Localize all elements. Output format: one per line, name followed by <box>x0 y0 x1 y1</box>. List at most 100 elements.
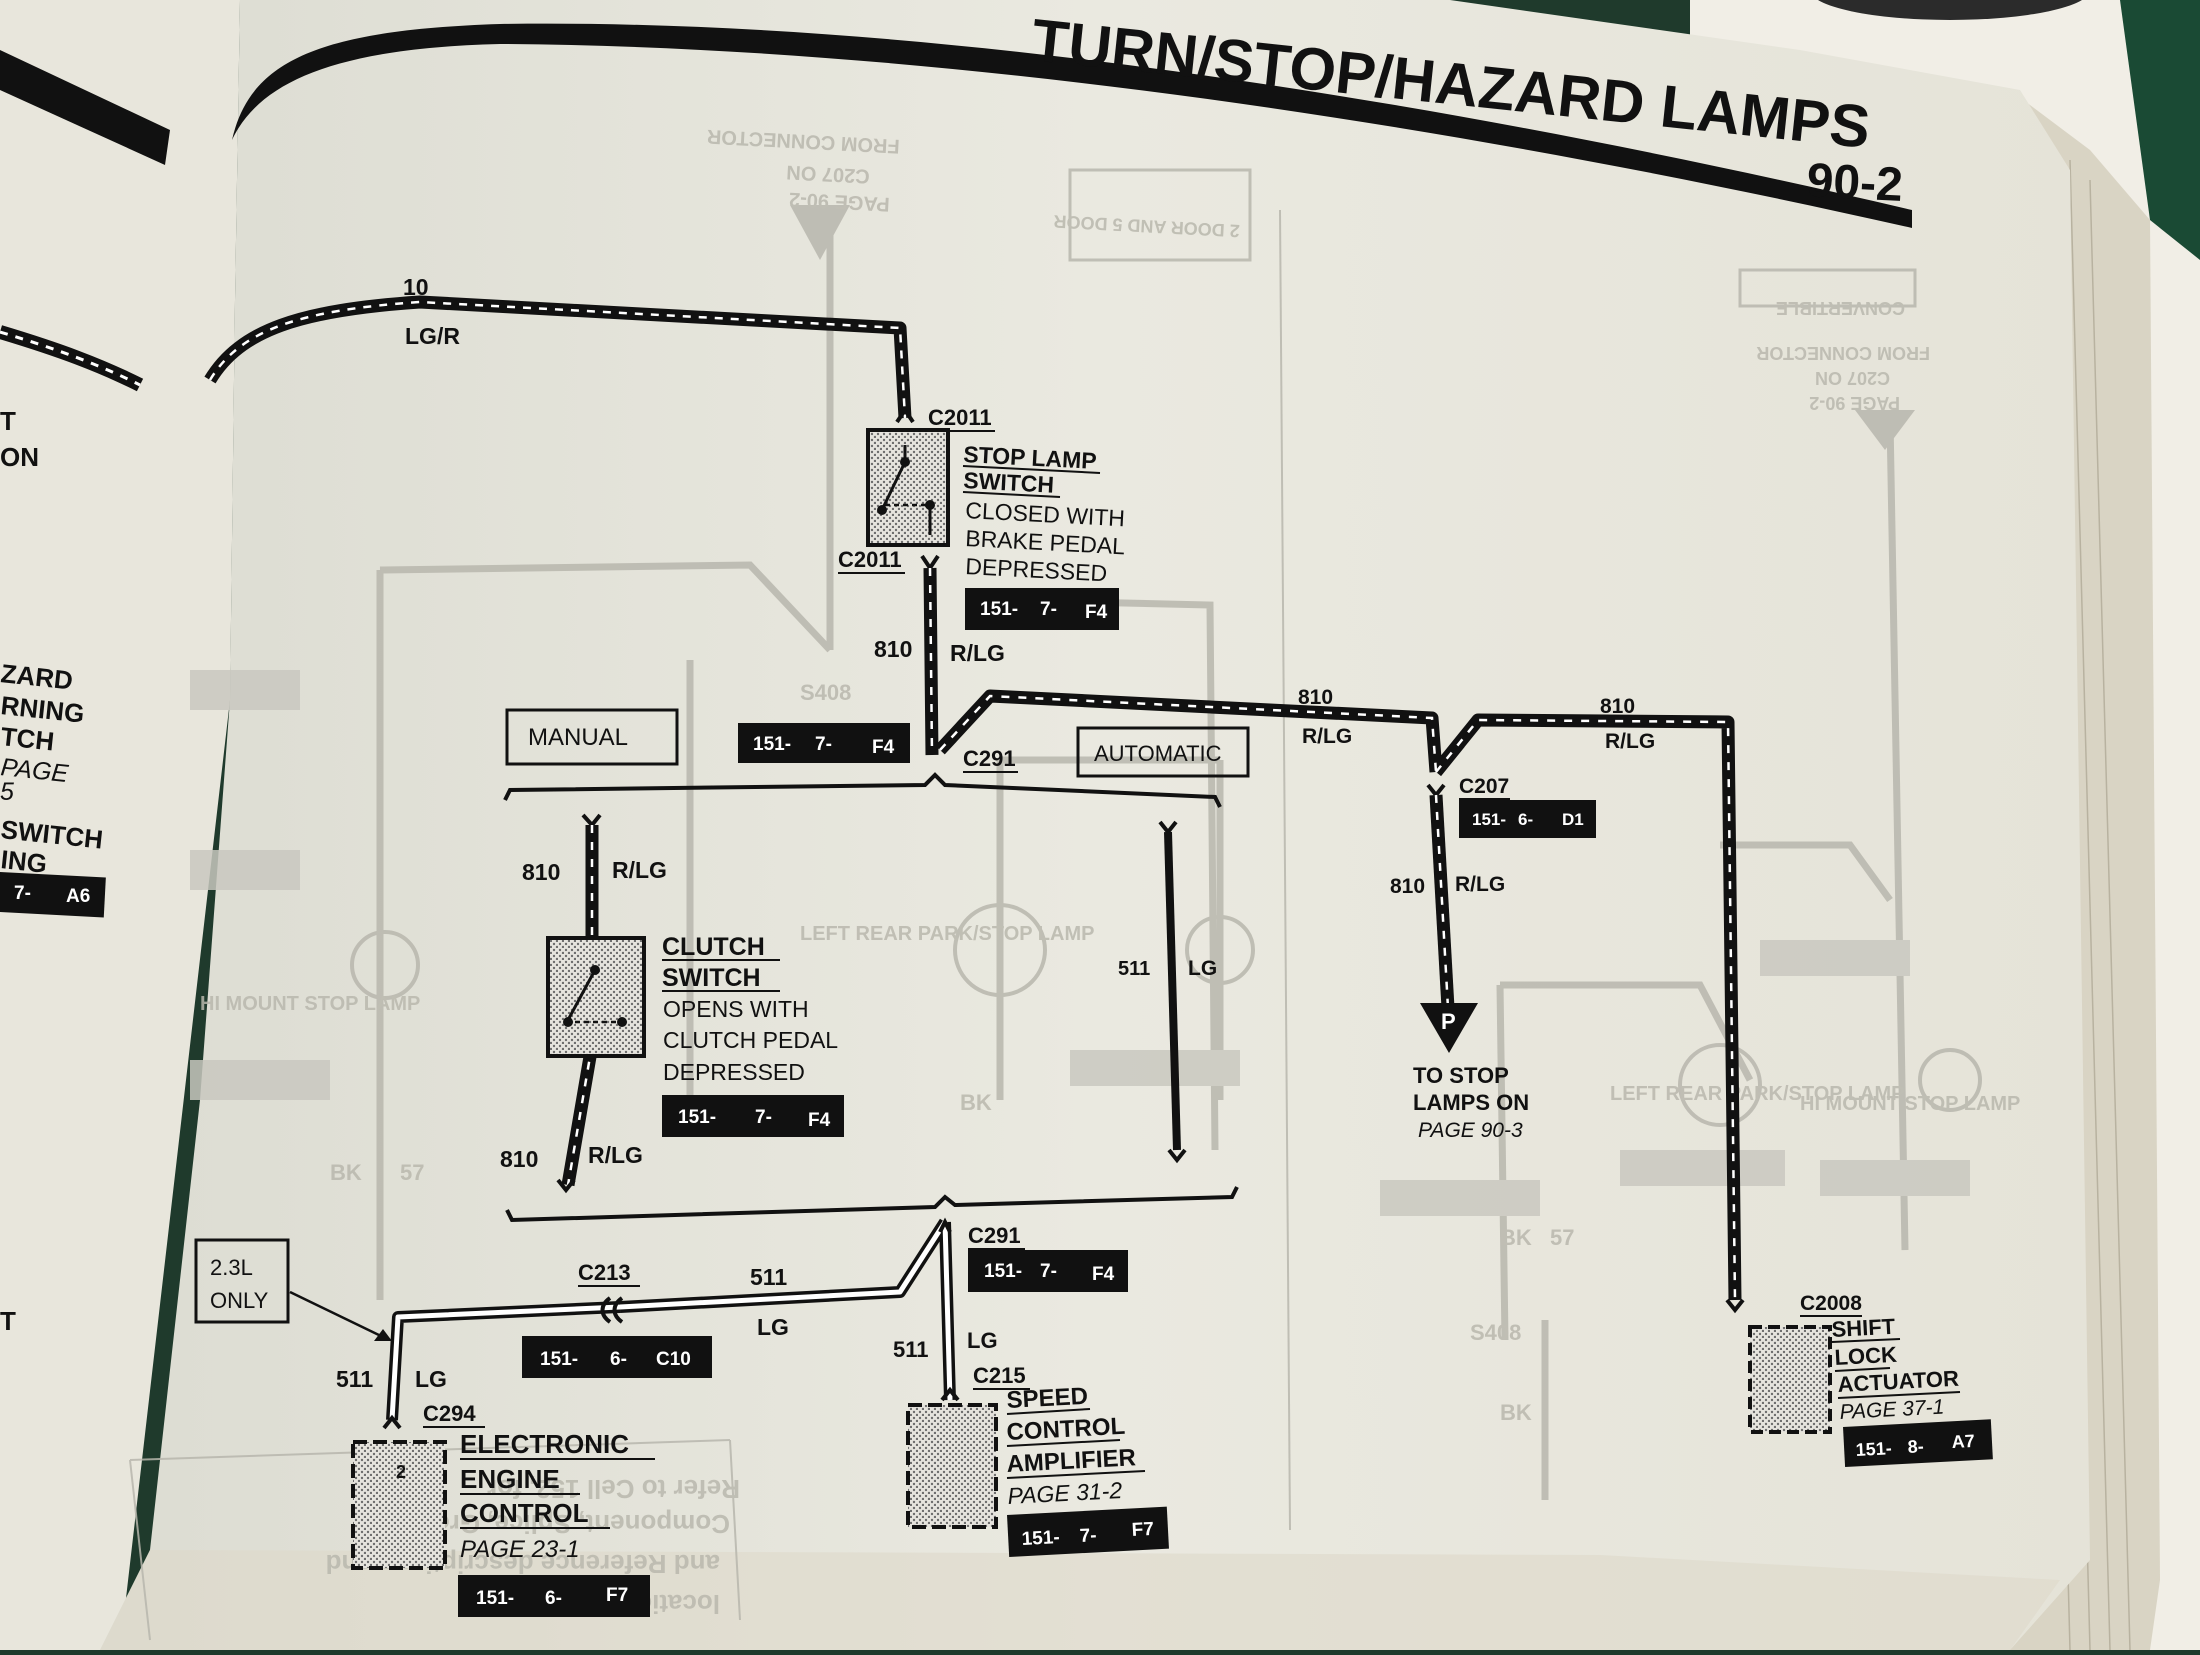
svg-text:F4: F4 <box>808 1110 831 1131</box>
svg-text:F4: F4 <box>1085 602 1108 623</box>
svg-text:LEFT REAR PARK/STOP LAMP: LEFT REAR PARK/STOP LAMP <box>1610 1083 1904 1105</box>
svg-text:OPENS WITH: OPENS WITH <box>663 996 809 1022</box>
wire-810-color-e: R/LG <box>588 1142 643 1168</box>
svg-text:F7: F7 <box>606 1585 628 1606</box>
speed-control-ref: 151- 7- F7 <box>1007 1506 1169 1557</box>
eec-ref: 151- 6- F7 <box>458 1575 650 1617</box>
svg-text:TO STOP: TO STOP <box>1413 1063 1509 1088</box>
svg-text:151-: 151- <box>1855 1438 1892 1460</box>
svg-text:SPEED: SPEED <box>1006 1383 1089 1414</box>
svg-text:151-: 151- <box>476 1588 514 1609</box>
svg-text:PAGE: PAGE <box>0 753 70 788</box>
left-ref-box: 7- A6 <box>0 871 106 918</box>
wire-511-color-a: LG <box>1188 957 1217 980</box>
clutch-switch <box>546 936 646 1058</box>
svg-text:6-: 6- <box>545 1588 562 1609</box>
wire-10-color-label: LG/R <box>405 323 460 349</box>
svg-text:2.3L: 2.3L <box>210 1255 253 1280</box>
svg-text:151-: 151- <box>1021 1527 1060 1550</box>
stop-lamp-switch <box>866 428 950 547</box>
svg-text:TCH: TCH <box>0 721 56 756</box>
svg-text:S408: S408 <box>800 680 851 705</box>
svg-text:CONTROL: CONTROL <box>460 1498 589 1528</box>
wire-511-label-d: 511 <box>336 1366 373 1392</box>
c291-bottom-label: C291 <box>968 1223 1021 1248</box>
header-rule <box>232 23 1912 229</box>
svg-text:BK: BK <box>1500 1225 1532 1250</box>
svg-text:PAGE 37-1: PAGE 37-1 <box>1839 1396 1945 1424</box>
svg-text:DEPRESSED: DEPRESSED <box>663 1059 805 1085</box>
c291-top-label: C291 <box>963 746 1016 771</box>
wire-810-label-e: 810 <box>500 1146 538 1172</box>
c213-label: C213 <box>578 1260 631 1285</box>
svg-text:ENGINE: ENGINE <box>460 1464 560 1494</box>
svg-text:LOCK: LOCK <box>1834 1342 1898 1370</box>
to-stop-lamps-label: TO STOP LAMPS ON PAGE 90-3 <box>1413 1063 1529 1142</box>
svg-text:151-: 151- <box>540 1349 578 1370</box>
upper-bracket <box>503 772 1222 808</box>
svg-text:CONVERTIBLE: CONVERTIBLE <box>1776 298 1905 318</box>
wire-511-color-d: LG <box>415 1366 447 1392</box>
svg-text:A7: A7 <box>1951 1431 1975 1452</box>
svg-text:PAGE 23-1: PAGE 23-1 <box>460 1536 580 1563</box>
wire-810-label-c: 810 <box>1600 695 1635 718</box>
wire-810-label-d: 810 <box>522 859 560 885</box>
page-number: 90-2 <box>1805 154 1904 212</box>
c207-label: C207 <box>1459 775 1509 798</box>
wire-810-label-b: 810 <box>1298 686 1333 709</box>
eec-pin-2: 2 <box>396 1462 406 1482</box>
svg-text:F7: F7 <box>1131 1519 1154 1541</box>
wire-810-color-a: R/LG <box>950 640 1005 666</box>
c213-ref: 151- 6- C10 <box>522 1336 712 1378</box>
svg-text:FROM CONNECTOR: FROM CONNECTOR <box>1756 343 1930 363</box>
manual-box: MANUAL <box>505 708 679 766</box>
p-marker-arrow: P <box>1420 1003 1478 1053</box>
eec-label: ELECTRONIC ENGINE CONTROL PAGE 23-1 <box>460 1429 655 1563</box>
svg-text:57: 57 <box>400 1160 424 1185</box>
speed-control-amplifier <box>906 1403 998 1529</box>
svg-text:7-: 7- <box>1079 1525 1097 1547</box>
svg-text:57: 57 <box>1550 1225 1574 1250</box>
svg-text:151-: 151- <box>678 1107 716 1128</box>
svg-text:CLUTCH: CLUTCH <box>662 933 765 961</box>
engine-only-arrow <box>289 1290 384 1339</box>
svg-text:8-: 8- <box>1907 1436 1924 1457</box>
wire-511-automatic <box>1164 831 1181 1151</box>
svg-text:6-: 6- <box>610 1349 627 1370</box>
c291-top-ref: 151- 7- F4 <box>738 723 910 763</box>
clutch-switch-label: CLUTCH SWITCH OPENS WITH CLUTCH PEDAL DE… <box>662 933 838 1085</box>
svg-text:151-: 151- <box>753 734 791 755</box>
svg-text:Refer to Cell 152, for: Refer to Cell 152, for <box>487 1474 740 1504</box>
wire-810-color-d: R/LG <box>612 857 667 883</box>
svg-text:A6: A6 <box>66 886 90 907</box>
shift-lock-ref: 151- 8- A7 <box>1843 1419 1993 1467</box>
speed-control-label: SPEED CONTROL AMPLIFIER PAGE 31-2 <box>1006 1383 1146 1509</box>
svg-text:PAGE 90-2: PAGE 90-2 <box>1809 393 1900 413</box>
wire-810-color-f: R/LG <box>1455 873 1505 896</box>
dark-object <box>1818 0 2082 20</box>
wire-511-label-a: 511 <box>1118 958 1150 980</box>
engine-only-box: 2.3L ONLY <box>194 1238 290 1324</box>
c291-bottom-ref: 151- 7- F4 <box>968 1250 1128 1292</box>
svg-text:HI MOUNT STOP LAMP: HI MOUNT STOP LAMP <box>200 993 420 1015</box>
svg-text:ELECTRONIC: ELECTRONIC <box>460 1429 629 1459</box>
svg-text:7-: 7- <box>1040 1261 1057 1282</box>
wire-511-color-c: LG <box>967 1328 998 1353</box>
svg-text:5: 5 <box>0 778 14 806</box>
svg-text:151-: 151- <box>1472 810 1506 829</box>
wire-810-color-c: R/LG <box>1605 730 1655 753</box>
stop-lamp-switch-ref: 151- 7- F4 <box>965 588 1119 630</box>
svg-text:LAMPS ON: LAMPS ON <box>1413 1090 1529 1115</box>
svg-text:C207 ON: C207 ON <box>1815 368 1890 388</box>
svg-text:BK: BK <box>330 1160 362 1185</box>
svg-text:151-: 151- <box>984 1261 1022 1282</box>
c2011-top-terminal <box>895 406 915 424</box>
left-page <box>0 0 240 1650</box>
wire-511-label-c: 511 <box>893 1337 929 1362</box>
svg-text:P: P <box>1441 1009 1456 1034</box>
svg-text:151-: 151- <box>980 599 1018 620</box>
svg-text:C207 ON: C207 ON <box>786 161 870 187</box>
svg-text:F4: F4 <box>872 737 895 758</box>
automatic-box: AUTOMATIC <box>1076 726 1250 778</box>
